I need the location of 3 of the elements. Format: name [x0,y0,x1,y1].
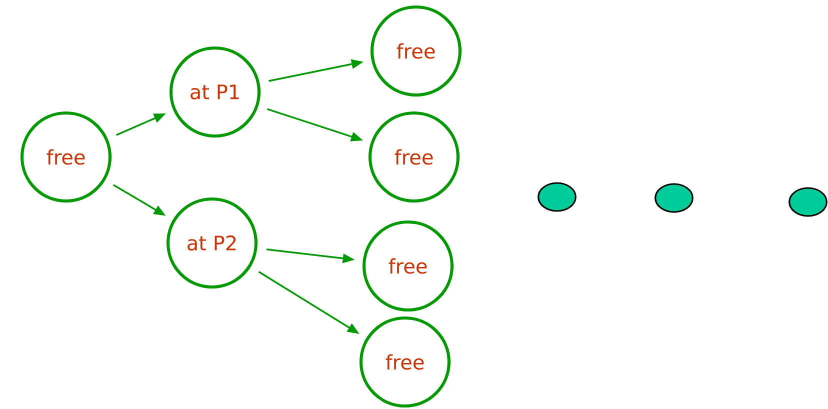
continuation-dot [654,183,694,213]
continuation-dot [788,187,828,217]
continuation-dot [538,182,576,212]
